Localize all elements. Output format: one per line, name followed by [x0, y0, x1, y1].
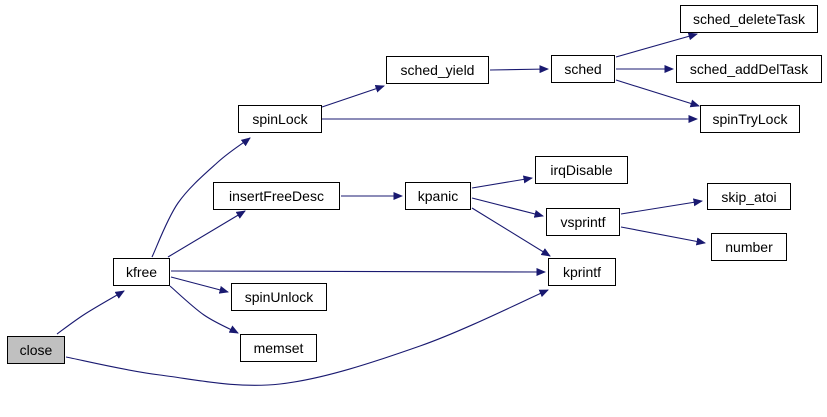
edge-sched-to-spinTryLock	[615, 79, 700, 108]
edge-sched_yield-to-sched	[489, 65, 549, 74]
edge-sched-to-sched_deleteTask	[615, 32, 698, 58]
edge-close-to-kprintf	[65, 289, 549, 386]
node-number[interactable]: number	[711, 233, 787, 261]
node-spinUnlock[interactable]: spinUnlock	[231, 283, 327, 311]
edge-kfree-to-insertFreeDesc	[167, 210, 246, 258]
edge-spinLock-to-sched_yield	[321, 84, 385, 108]
node-insertFreeDesc[interactable]: insertFreeDesc	[213, 182, 340, 210]
edge-kpanic-to-kprintf	[471, 207, 551, 257]
node-sched_addDelTask[interactable]: sched_addDelTask	[676, 55, 822, 83]
edge-vsprintf-to-number	[620, 226, 706, 246]
edge-kfree-to-kprintf	[170, 267, 546, 276]
node-kprintf[interactable]: kprintf	[548, 258, 616, 286]
node-kpanic[interactable]: kpanic	[405, 182, 471, 210]
node-sched_deleteTask[interactable]: sched_deleteTask	[680, 5, 818, 33]
edge-vsprintf-to-skip_atoi	[620, 198, 703, 215]
node-spinTryLock[interactable]: spinTryLock	[700, 105, 800, 133]
edge-kpanic-to-vsprintf	[471, 197, 544, 218]
edge-close-to-kfree	[56, 290, 125, 335]
node-skip_atoi[interactable]: skip_atoi	[707, 183, 791, 210]
edge-kfree-to-spinLock	[151, 137, 251, 258]
node-sched[interactable]: sched	[551, 55, 615, 83]
node-irqDisable[interactable]: irqDisable	[535, 156, 628, 184]
edge-kfree-to-memset	[169, 285, 239, 334]
edge-kpanic-to-irqDisable	[471, 175, 533, 189]
node-vsprintf[interactable]: vsprintf	[546, 208, 620, 236]
node-close: close	[7, 336, 65, 364]
edge-kfree-to-spinUnlock	[170, 276, 229, 294]
node-sched_yield[interactable]: sched_yield	[386, 56, 489, 84]
node-memset[interactable]: memset	[240, 334, 317, 362]
node-kfree[interactable]: kfree	[113, 258, 170, 286]
node-spinLock[interactable]: spinLock	[238, 105, 322, 133]
